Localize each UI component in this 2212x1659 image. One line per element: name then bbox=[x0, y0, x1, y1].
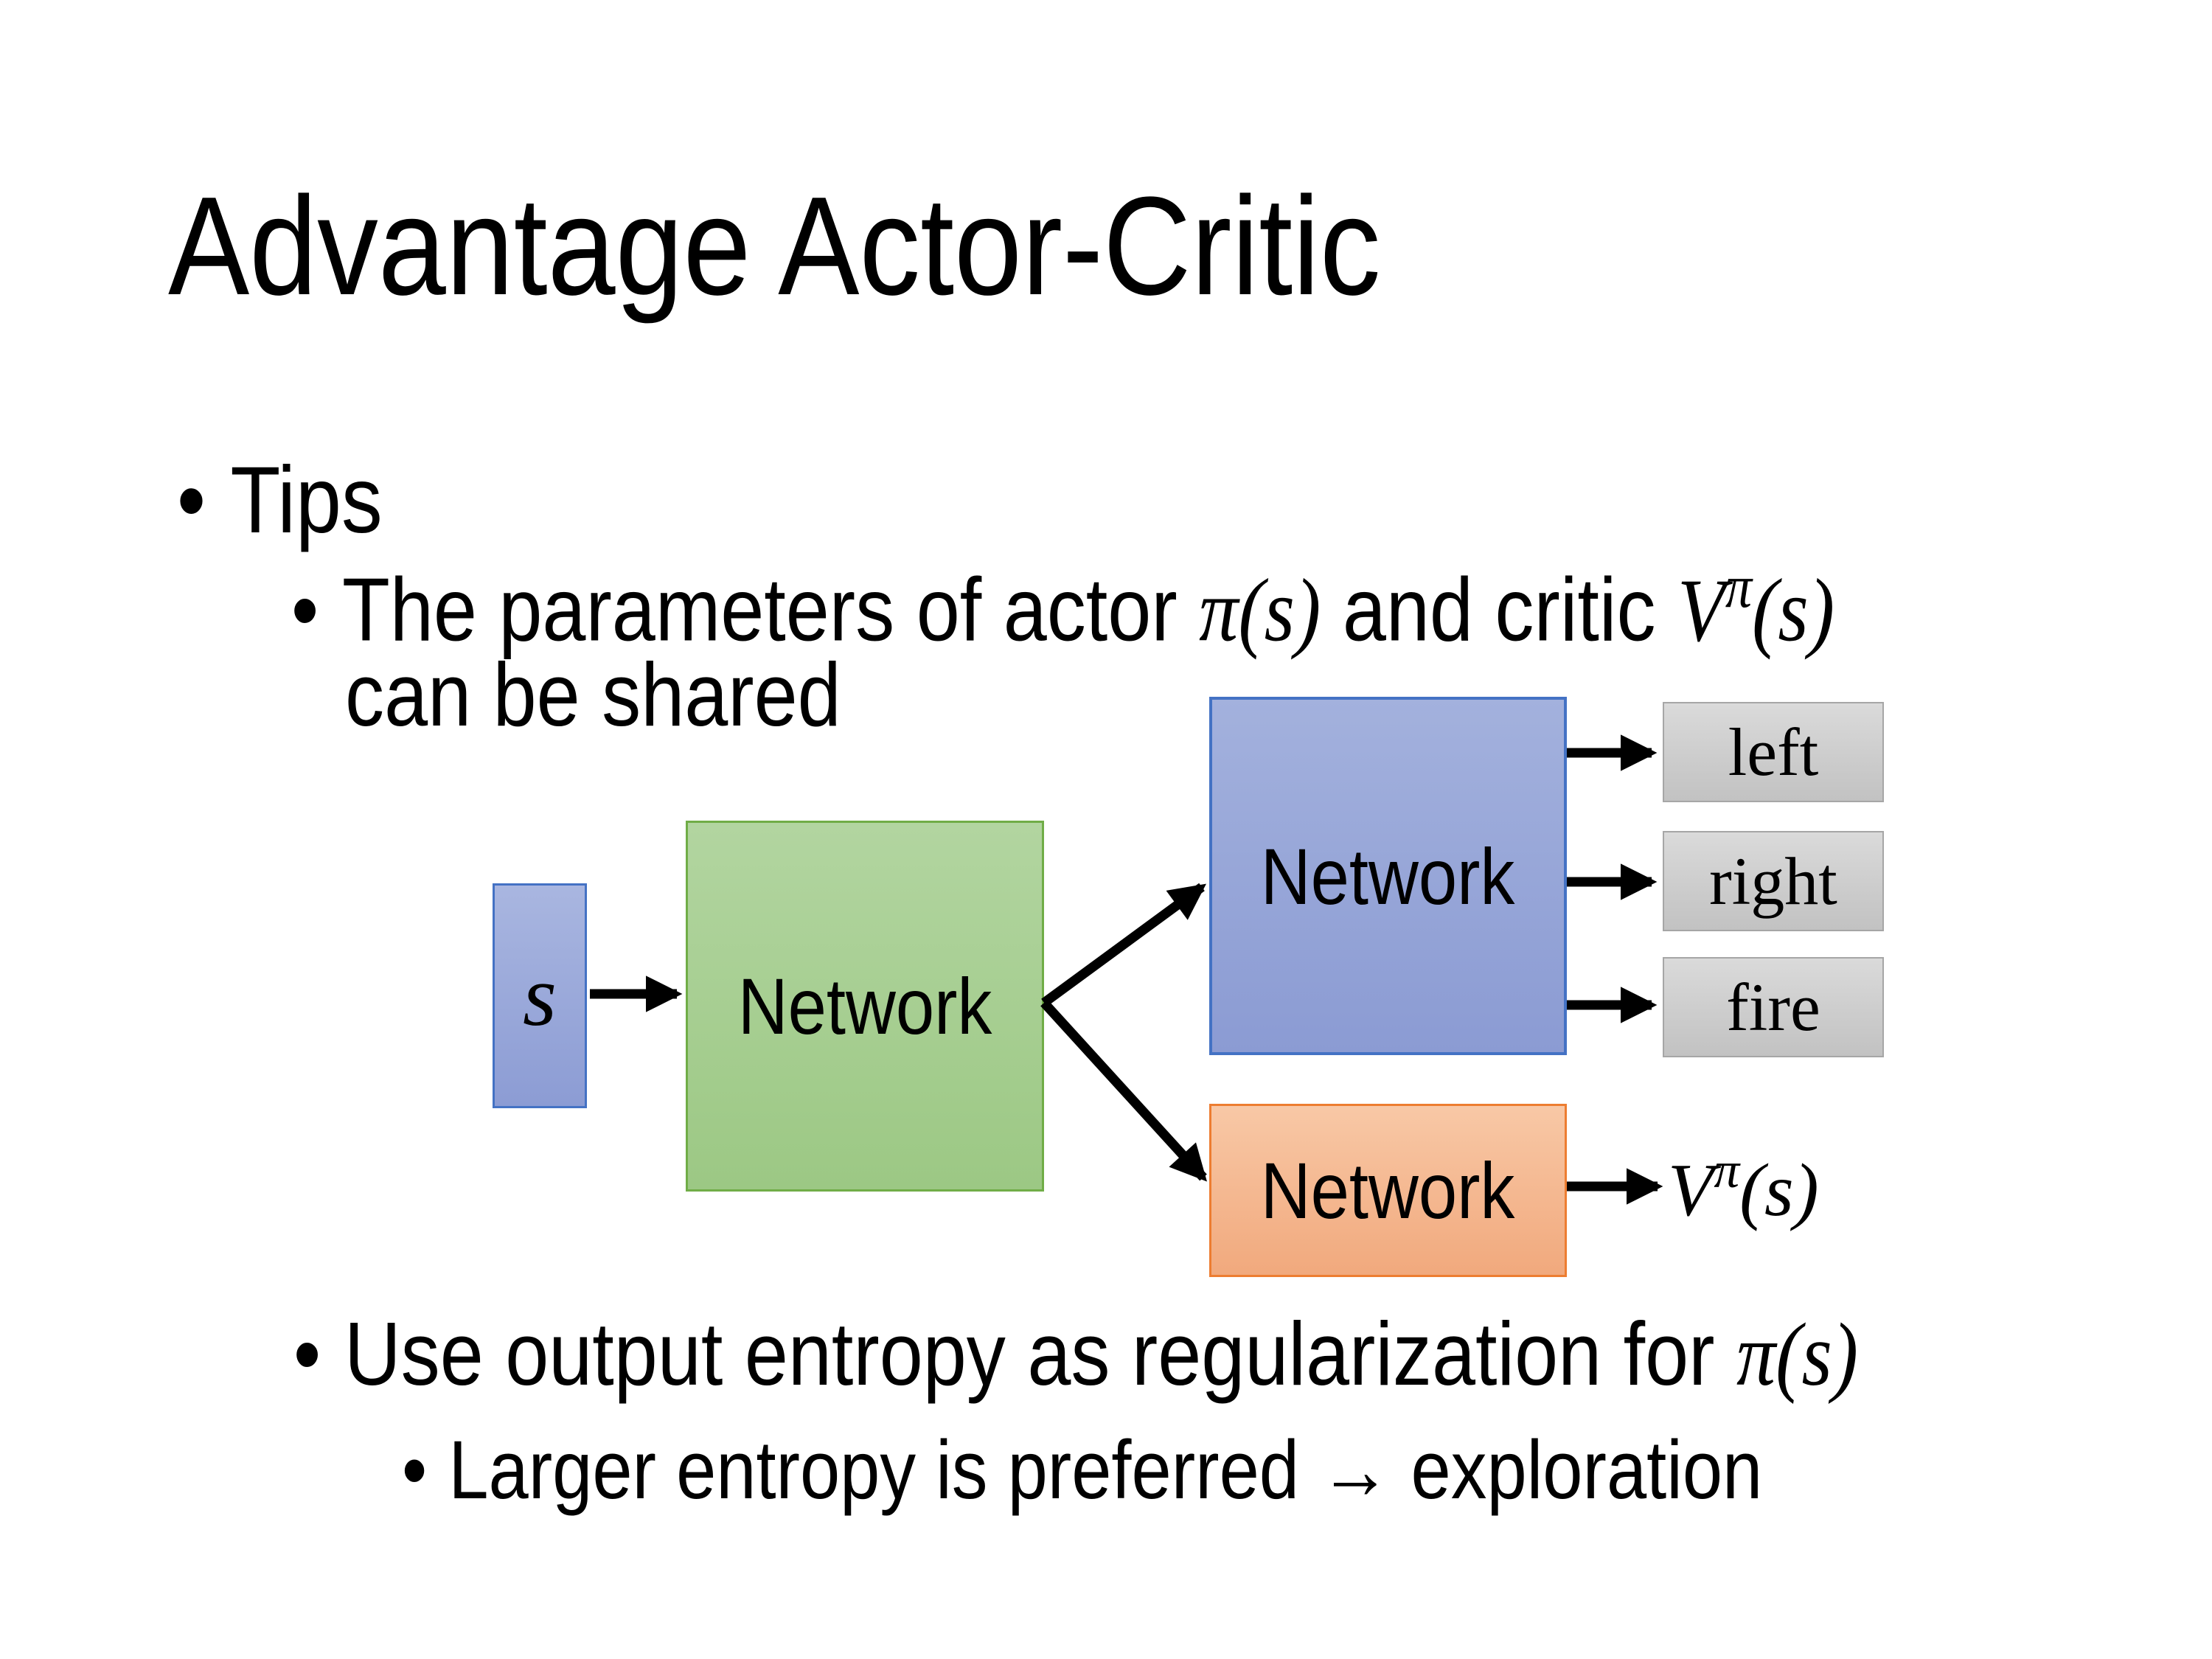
actor-network-box: Network bbox=[1209, 697, 1567, 1055]
critic-math-sup: π bbox=[1725, 552, 1753, 620]
bullet-line-parameters-cont: can be shared bbox=[345, 647, 915, 742]
entropy-text: Use output entropy as regularization for bbox=[344, 1304, 1736, 1404]
value-sup: π bbox=[1714, 1142, 1740, 1199]
bullet-line-exploration: •Larger entropy is preferred → explorati… bbox=[402, 1427, 1966, 1514]
tips-text: Tips bbox=[230, 448, 383, 553]
arrow-shared-to-actor bbox=[1041, 883, 1206, 1007]
actor-math: π(s) bbox=[1199, 560, 1321, 661]
bullet-line-entropy: •Use output entropy as regularization fo… bbox=[293, 1307, 2092, 1402]
value-base: V bbox=[1668, 1149, 1714, 1233]
bullet-marker: • bbox=[402, 1424, 428, 1516]
bullet-marker: • bbox=[291, 559, 319, 660]
state-label: s bbox=[523, 947, 557, 1044]
action-box-right: right bbox=[1663, 831, 1884, 931]
parameters-text-3: can be shared bbox=[345, 644, 841, 745]
action-label-right: right bbox=[1709, 844, 1837, 919]
critic-network-label: Network bbox=[1261, 1146, 1515, 1235]
shared-network-box: Network bbox=[686, 821, 1044, 1192]
bullet-marker: • bbox=[293, 1304, 321, 1404]
critic-math-base: V bbox=[1677, 560, 1725, 661]
exploration-text: Larger entropy is preferred → exploratio… bbox=[448, 1424, 1763, 1516]
critic-math-args: (s) bbox=[1752, 560, 1835, 661]
action-box-left: left bbox=[1663, 702, 1884, 802]
parameters-text-1: The parameters of actor bbox=[342, 559, 1200, 660]
value-args: (s) bbox=[1739, 1149, 1819, 1233]
bullet-marker: • bbox=[177, 448, 206, 553]
bullet-line-tips: •Tips bbox=[177, 451, 413, 550]
action-box-fire: fire bbox=[1663, 957, 1884, 1057]
value-output-label: Vπ(s) bbox=[1668, 1140, 1819, 1237]
bullet-line-parameters: •The parameters of actor π(s) and critic… bbox=[291, 554, 2065, 658]
parameters-text-2: and critic bbox=[1321, 559, 1678, 660]
critic-network-box: Network bbox=[1209, 1104, 1567, 1277]
arrow-shared-to-critic bbox=[1040, 999, 1207, 1182]
action-label-left: left bbox=[1728, 714, 1819, 790]
page-title: Advantage Actor-Critic bbox=[168, 168, 1562, 324]
state-box: s bbox=[493, 883, 587, 1108]
entropy-math: π(s) bbox=[1736, 1305, 1859, 1405]
shared-network-label: Network bbox=[737, 961, 992, 1051]
page-title-text: Advantage Actor-Critic bbox=[168, 168, 1381, 324]
actor-network-label: Network bbox=[1261, 831, 1515, 921]
action-label-fire: fire bbox=[1726, 970, 1820, 1045]
